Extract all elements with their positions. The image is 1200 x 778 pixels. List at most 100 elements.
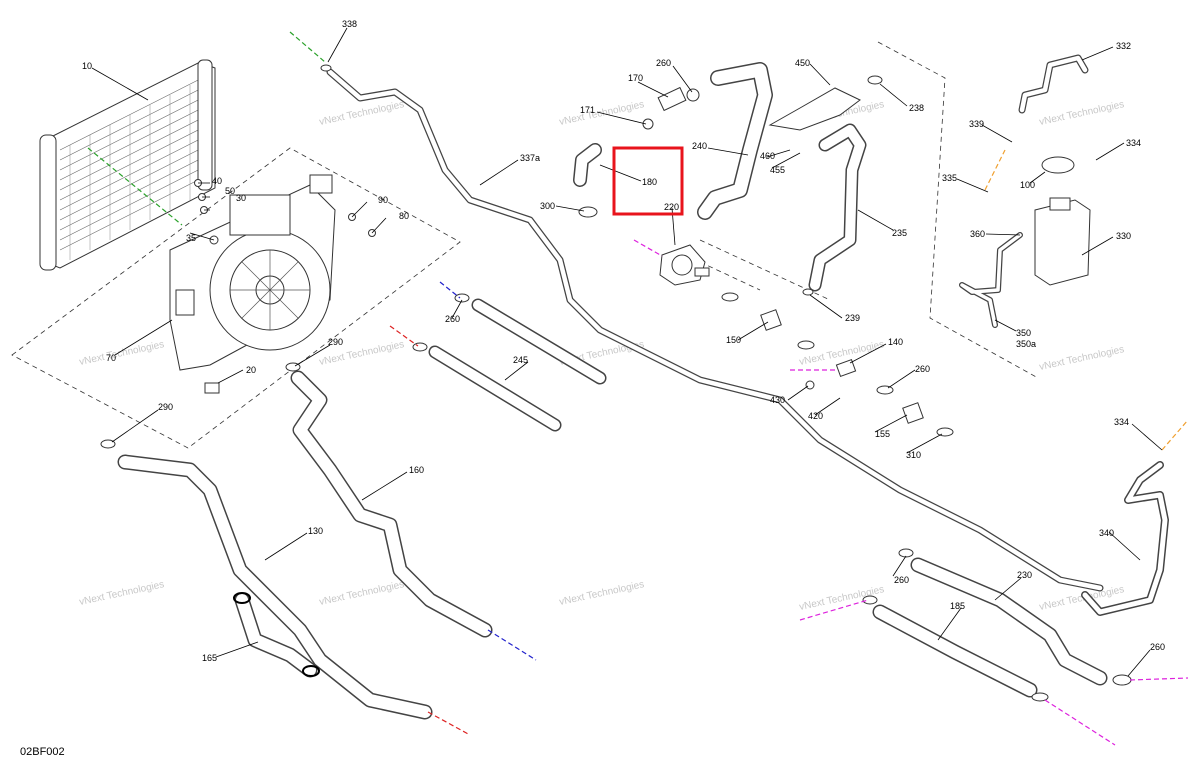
part-labels: 10 35 40 50 30 90 80 70 20 290 290 130 1… (82, 19, 1165, 663)
part-label-70[interactable]: 70 (106, 353, 116, 363)
part-label-340[interactable]: 340 (1099, 528, 1114, 538)
part-label-160[interactable]: 160 (409, 465, 424, 475)
orange-connector-line (1161, 419, 1189, 451)
part-label-130[interactable]: 130 (308, 526, 323, 536)
green-connector-line (87, 147, 183, 226)
water-pump[interactable] (659, 244, 710, 286)
watermark: vNext Technologies (1038, 99, 1125, 128)
part-label-338[interactable]: 338 (342, 19, 357, 29)
watermark: vNext Technologies (318, 99, 405, 128)
red-connector-line (389, 325, 419, 347)
hose-235[interactable] (808, 123, 867, 292)
fan-assembly-outline (11, 147, 461, 449)
part-label-337a[interactable]: 337a (520, 153, 540, 163)
part-label-171[interactable]: 171 (580, 105, 595, 115)
part-label-460[interactable]: 460 (760, 151, 775, 161)
hose-332[interactable] (1018, 54, 1089, 114)
part-label-220[interactable]: 220 (664, 202, 679, 212)
part-label-290[interactable]: 290 (328, 337, 343, 347)
part-label-180[interactable]: 180 (642, 177, 657, 187)
hose-337a[interactable] (326, 68, 1104, 592)
part-label-165[interactable]: 165 (202, 653, 217, 663)
red-connector-line (427, 711, 471, 736)
blue-connector-line (487, 629, 537, 661)
part-label-350a[interactable]: 350a (1016, 339, 1036, 349)
magenta-connector-line (633, 239, 663, 257)
part-label-40[interactable]: 40 (212, 176, 222, 186)
green-connector-line (289, 31, 326, 63)
part-label-230[interactable]: 230 (1017, 570, 1032, 580)
reservoir-assembly-outline (877, 41, 1039, 379)
part-label-260[interactable]: 260 (894, 575, 909, 585)
part-label-30[interactable]: 30 (236, 193, 246, 203)
part-label-360[interactable]: 360 (970, 229, 985, 239)
part-label-455[interactable]: 455 (770, 165, 785, 175)
blue-connector-line (439, 281, 461, 299)
part-label-90[interactable]: 90 (378, 195, 388, 205)
watermark: vNext Technologies (1038, 344, 1125, 373)
watermark: vNext Technologies (78, 339, 165, 368)
part-label-350[interactable]: 350 (1016, 328, 1031, 338)
small-connectors (100, 64, 954, 449)
part-label-330[interactable]: 330 (1116, 231, 1131, 241)
part-label-100[interactable]: 100 (1020, 180, 1035, 190)
hose-165[interactable] (233, 592, 320, 678)
hose-130[interactable] (117, 454, 433, 720)
highlight-box (612, 146, 684, 216)
part-label-420[interactable]: 420 (808, 411, 823, 421)
diagram-reference-code: 02BF002 (20, 746, 65, 758)
part-label-140[interactable]: 140 (888, 337, 903, 347)
part-label-430[interactable]: 430 (770, 395, 785, 405)
bracket-450[interactable] (768, 87, 861, 131)
part-label-239[interactable]: 239 (845, 313, 860, 323)
part-label-235[interactable]: 235 (892, 228, 907, 238)
clamp-260 (898, 548, 914, 558)
part-label-300[interactable]: 300 (540, 201, 555, 211)
magenta-connector-line (1129, 677, 1189, 681)
part-label-245[interactable]: 245 (513, 355, 528, 365)
part-label-310[interactable]: 310 (906, 450, 921, 460)
radiator[interactable] (39, 59, 216, 271)
watermark: vNext Technologies (558, 579, 645, 608)
part-label-35[interactable]: 35 (186, 233, 196, 243)
part-label-339[interactable]: 339 (969, 119, 984, 129)
part-label-50[interactable]: 50 (225, 186, 235, 196)
hose-230[interactable] (910, 557, 1108, 686)
hose-180[interactable] (573, 143, 602, 187)
part-label-260[interactable]: 260 (445, 314, 460, 324)
part-label-150[interactable]: 150 (726, 335, 741, 345)
part-label-170[interactable]: 170 (628, 73, 643, 83)
part-label-238[interactable]: 238 (909, 103, 924, 113)
part-label-332[interactable]: 332 (1116, 41, 1131, 51)
orange-connector-line (984, 149, 1006, 191)
clamp-260 (862, 595, 878, 605)
part-label-335[interactable]: 335 (942, 173, 957, 183)
part-label-10[interactable]: 10 (82, 61, 92, 71)
coolant-reservoir[interactable] (1034, 156, 1091, 286)
hose-185[interactable] (872, 604, 1038, 698)
hose-340[interactable] (1081, 461, 1169, 616)
part-label-80[interactable]: 80 (399, 211, 409, 221)
watermark: vNext Technologies (318, 579, 405, 608)
part-label-240[interactable]: 240 (692, 141, 707, 151)
clamp-260 (1112, 674, 1132, 686)
part-label-260[interactable]: 260 (656, 58, 671, 68)
fan-shroud-assembly[interactable] (169, 174, 336, 371)
part-label-290[interactable]: 290 (158, 402, 173, 412)
leader-lines (91, 27, 1163, 677)
connector-lines (87, 31, 1189, 746)
part-label-260[interactable]: 260 (1150, 642, 1165, 652)
part-label-260[interactable]: 260 (915, 364, 930, 374)
part-label-20[interactable]: 20 (246, 365, 256, 375)
tube-245[interactable] (428, 298, 607, 432)
part-label-334[interactable]: 334 (1126, 138, 1141, 148)
part-label-450[interactable]: 450 (795, 58, 810, 68)
hose-350[interactable] (959, 232, 1023, 328)
clamp-260 (1031, 692, 1049, 702)
hose-160[interactable] (290, 370, 493, 638)
part-label-155[interactable]: 155 (875, 429, 890, 439)
part-label-334[interactable]: 334 (1114, 417, 1129, 427)
part-label-185[interactable]: 185 (950, 601, 965, 611)
hose-240[interactable] (697, 62, 773, 220)
